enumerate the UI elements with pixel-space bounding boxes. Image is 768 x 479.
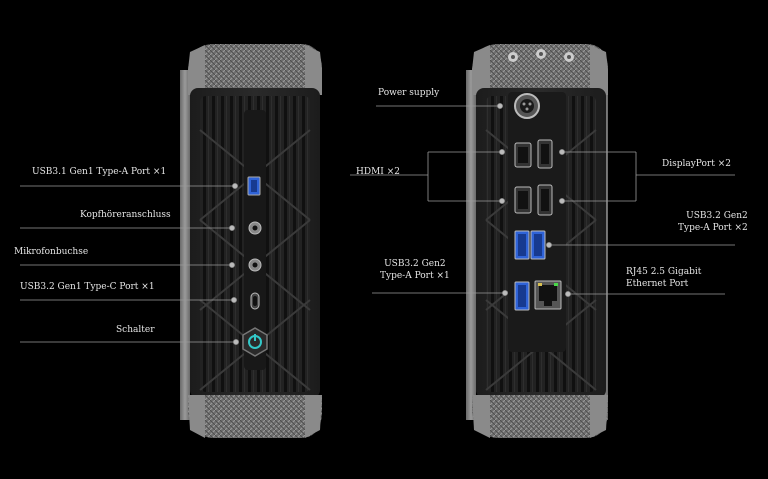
label-usb-c-front: USB3.2 Gen1 Type-C Port ×1 <box>20 282 155 292</box>
power-button <box>242 327 268 357</box>
label-hdmi: HDMI ×2 <box>356 167 400 177</box>
label-usb-gen2-two: USB3.2 Gen2 Type-A Port ×2 <box>678 210 748 234</box>
label-rj45-line1: RJ45 2.5 Gigabit <box>626 267 702 277</box>
label-microphone: Mikrofonbuchse <box>14 247 89 257</box>
dc-power-jack <box>514 93 540 119</box>
rj45-port <box>534 280 562 310</box>
label-usb-gen2-two-line2: Type-A Port ×2 <box>678 223 748 233</box>
label-displayport: DisplayPort ×2 <box>662 159 731 169</box>
label-usb-gen2-one: USB3.2 Gen2 Type-A Port ×1 <box>380 258 450 282</box>
label-usb-gen2-two-line1: USB3.2 Gen2 <box>686 211 748 221</box>
label-usb-gen2-one-line1: USB3.2 Gen2 <box>384 259 446 269</box>
label-headphone: Kopfhöreranschluss <box>80 210 171 220</box>
label-rj45-line2: Ethernet Port <box>626 279 689 289</box>
label-power-supply: Power supply <box>378 88 440 98</box>
label-power-button: Schalter <box>116 325 155 335</box>
label-usb-a-front: USB3.1 Gen1 Type-A Port ×1 <box>32 167 167 177</box>
front-unit <box>180 44 322 438</box>
label-usb-gen2-one-line2: Type-A Port ×1 <box>380 271 450 281</box>
label-rj45: RJ45 2.5 Gigabit Ethernet Port <box>626 266 701 290</box>
rear-unit <box>466 44 608 438</box>
